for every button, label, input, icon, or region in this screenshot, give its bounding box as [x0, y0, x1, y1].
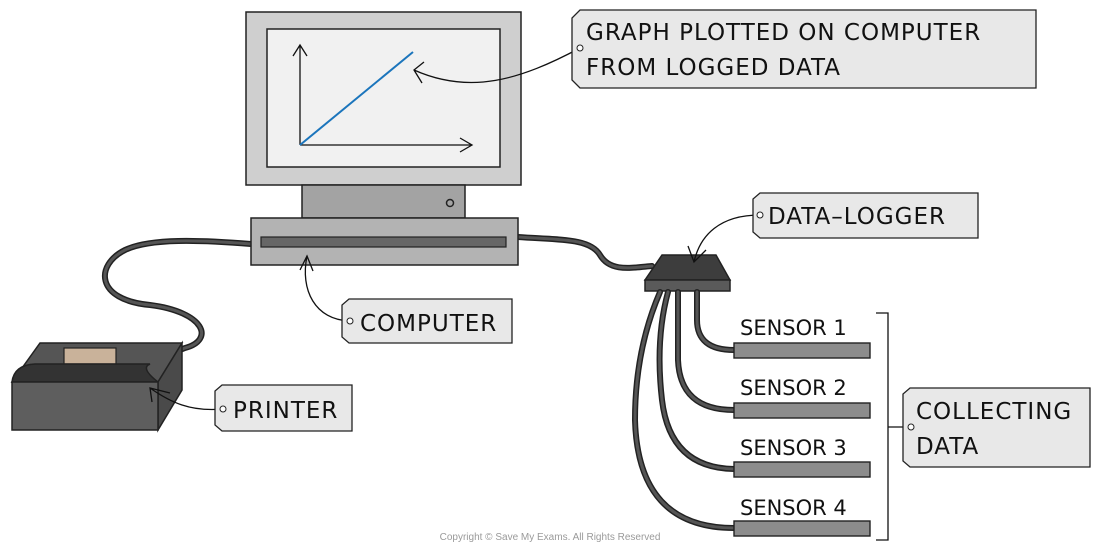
- tag-text: GRAPH PLOTTED ON COMPUTER: [586, 20, 981, 46]
- sensor-label: SENSOR 2: [740, 376, 847, 400]
- graph-line: [299, 51, 414, 146]
- printer-cable: [101, 237, 254, 361]
- logger-cable: [515, 234, 655, 271]
- screen-graph: [292, 43, 474, 153]
- copyright-text: Copyright © Save My Exams. All Rights Re…: [440, 532, 661, 543]
- tag-printer: PRINTER: [149, 384, 353, 432]
- printer: [10, 340, 184, 433]
- tag-graph: GRAPH PLOTTED ON COMPUTER FROM LOGGED DA…: [413, 9, 1037, 89]
- data-logger-device: [643, 254, 732, 292]
- monitor-stand: [301, 184, 466, 219]
- tag-text: FROM LOGGED DATA: [586, 55, 841, 81]
- y-axis-arrow: [292, 43, 308, 145]
- disk-slot: [260, 236, 507, 248]
- tag-data-logger: DATA–LOGGER: [687, 192, 979, 264]
- tag-collecting-data: COLLECTING DATA: [902, 387, 1091, 468]
- sensor-cables: [631, 289, 737, 531]
- sensor-label: SENSOR 4: [740, 496, 847, 520]
- monitor: [245, 11, 522, 219]
- tag-computer: COMPUTER: [299, 254, 513, 344]
- tag-text: COMPUTER: [360, 311, 497, 337]
- tag-text: COLLECTING: [916, 399, 1072, 425]
- tag-text: DATA–LOGGER: [768, 204, 946, 230]
- sensor-4: SENSOR 4: [733, 496, 871, 537]
- x-axis-arrow: [300, 137, 474, 153]
- sensor-label: SENSOR 3: [740, 436, 847, 460]
- screen: [266, 28, 501, 168]
- sensor-1: SENSOR 1: [733, 316, 871, 359]
- computer-unit: [250, 217, 519, 266]
- power-button-icon: [445, 198, 455, 208]
- sensor-3: SENSOR 3: [733, 436, 871, 478]
- tag-text: PRINTER: [233, 398, 338, 424]
- paper: [63, 347, 117, 365]
- sensor-2: SENSOR 2: [733, 376, 871, 419]
- tag-text: DATA: [916, 434, 979, 460]
- sensor-label: SENSOR 1: [740, 316, 847, 340]
